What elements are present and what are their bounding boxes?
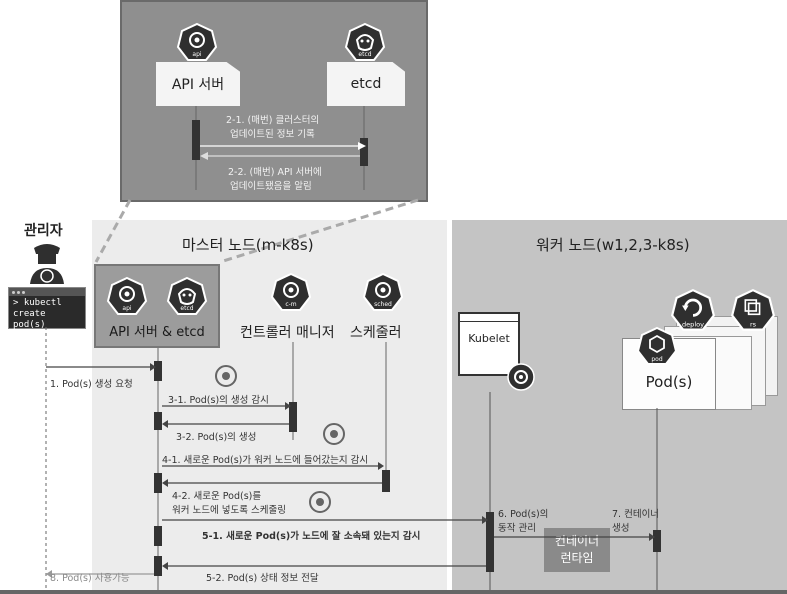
api-server-label: API 서버 (171, 77, 225, 93)
svg-text:etcd: etcd (358, 51, 371, 58)
api-etcd-label: API 서버 & etcd (109, 325, 205, 340)
svg-text:deploy: deploy (682, 320, 704, 328)
pod-label: Pod(s) (645, 373, 693, 391)
step-7-line1: 7. 컨테이너 (612, 509, 660, 520)
etcd-box: etcd (327, 62, 405, 106)
etcd-icon: etcd (344, 22, 386, 61)
terminal-titlebar (9, 288, 85, 296)
step-4-1-label: 4-1. 새로운 Pod(s)가 워커 노드에 들어갔는지 감시 (162, 455, 369, 466)
terminal-line2: create pod(s) (13, 309, 46, 330)
terminal-window: > kubectl create pod(s) (8, 287, 86, 330)
admin-icon (30, 244, 64, 284)
step-2-2-line2: 업데이트됐음을 알림 (230, 181, 312, 192)
deployment-icon: deploy (670, 288, 716, 331)
api-icon: api (106, 276, 148, 315)
etcd-label: etcd (350, 76, 382, 92)
svg-text:api: api (192, 51, 201, 58)
step-3-1-label: 3-1. Pod(s)의 생성 감시 (168, 395, 269, 406)
step-5-2-label: 5-2. Pod(s) 상태 정보 전달 (206, 573, 319, 584)
step-4-2-line2: 워커 노드에 넣도록 스케줄링 (172, 505, 286, 516)
master-node-title: 마스터 노드(m-k8s) (182, 236, 314, 254)
step-3-2-label: 3-2. Pod(s)의 생성 (176, 432, 257, 443)
svg-text:etcd: etcd (180, 305, 193, 312)
controller-manager-label: 컨트롤러 매니저 (240, 325, 335, 341)
step-1-label: 1. Pod(s) 생성 요청 (50, 379, 133, 390)
step-2-2-line1: 2-2. (매번) API 서버에 (228, 167, 322, 178)
step-2-1-line2: 업데이트된 정보 기록 (230, 129, 315, 140)
step-5-1-label: 5-1. 새로운 Pod(s)가 노드에 잘 소속돼 있는지 감시 (202, 531, 421, 542)
worker-node-title: 워커 노드(w1,2,3-k8s) (536, 236, 690, 254)
step-8-label: 8. Pod(s) 사용가능 (50, 573, 130, 584)
svg-text:sched: sched (374, 301, 392, 308)
controller-manager-icon: c-m (270, 272, 312, 311)
step-4-2-line1: 4-2. 새로운 Pod(s)를 (172, 491, 262, 502)
kubelet-label: Kubelet (468, 332, 510, 345)
scheduler-icon: sched (362, 272, 404, 311)
svg-text:c-m: c-m (285, 301, 296, 308)
api-server-box: API 서버 (156, 62, 240, 106)
svg-text:rs: rs (750, 320, 757, 328)
terminal-line1: > kubectl (13, 298, 62, 308)
step-6-line2: 동작 관리 (498, 523, 536, 534)
pod-icon: pod (636, 326, 678, 365)
watch-loop-icon-1 (215, 365, 237, 387)
kubelet-window: Kubelet (458, 312, 520, 376)
container-runtime-line2: 런타임 (560, 551, 594, 565)
step-2-1-line1: 2-1. (매번) 클러스터의 (226, 115, 320, 126)
scheduler-label: 스케줄러 (350, 325, 402, 341)
kubelet-titlebar (460, 314, 518, 322)
watch-loop-icon-2 (323, 423, 345, 445)
zoom-sequence (192, 106, 368, 190)
gear-icon (507, 363, 535, 391)
admin-title: 관리자 (24, 223, 63, 239)
etcd-icon: etcd (166, 276, 208, 315)
step-6-line1: 6. Pod(s)의 (498, 509, 549, 520)
svg-text:pod: pod (651, 356, 662, 363)
replicaset-icon: rs (730, 288, 776, 331)
api-icon: api (176, 22, 218, 61)
watch-loop-icon-3 (309, 491, 331, 513)
svg-text:api: api (122, 305, 131, 312)
step-7-line2: 생성 (612, 523, 630, 534)
